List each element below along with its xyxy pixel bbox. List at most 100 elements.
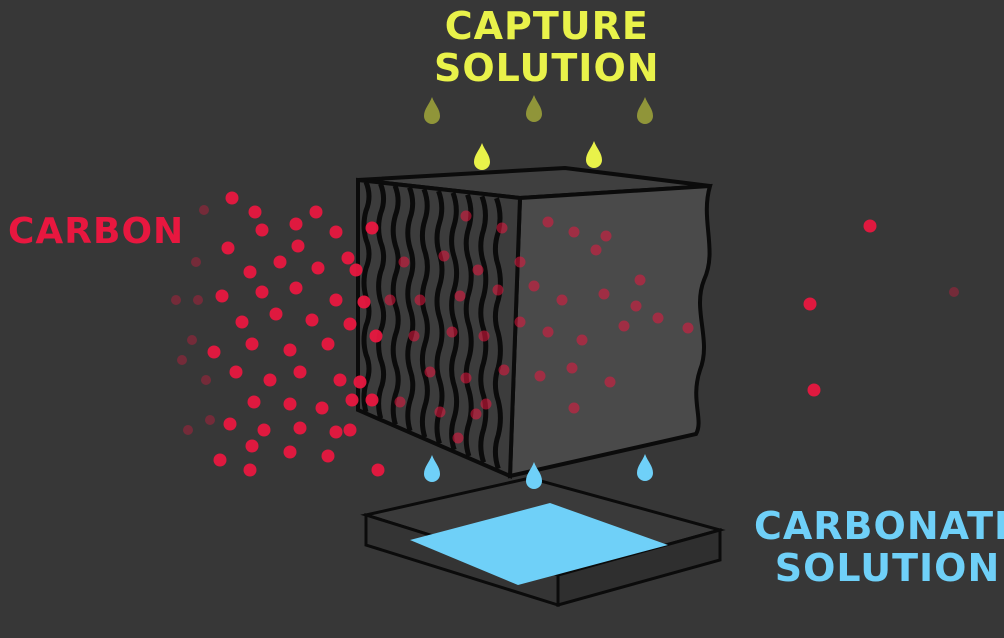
carbon-particle-icon — [568, 226, 580, 238]
cube-fin — [376, 182, 387, 419]
carbon-particle-icon — [604, 376, 616, 388]
carbon-particle-icon — [213, 453, 227, 467]
carbon-particle-icon — [600, 230, 612, 242]
carbon-particle-icon — [245, 439, 259, 453]
carbon-particle-icon — [556, 294, 568, 306]
carbon-particle-icon — [248, 205, 262, 219]
carbon-particle-icon — [949, 287, 959, 297]
carbon-particle-icon — [478, 330, 490, 342]
carbon-particle-icon — [273, 255, 287, 269]
carbon-particle-icon — [187, 335, 197, 345]
droplet-icon — [637, 454, 653, 481]
carbon-particle-icon — [289, 217, 303, 231]
carbon-label: CARBON — [8, 211, 185, 252]
carbon-particle-icon — [201, 375, 211, 385]
carbon-particle-icon — [807, 383, 821, 397]
carbon-particle-icon — [542, 326, 554, 338]
carbonate-label-line2: SOLUTION — [774, 545, 1001, 590]
droplet-icon — [424, 455, 440, 482]
carbon-particle-icon — [480, 398, 492, 410]
carbon-particle-icon — [369, 329, 383, 343]
carbon-particle-icon — [568, 402, 580, 414]
carbon-particle-icon — [424, 366, 436, 378]
carbon-particle-icon — [492, 284, 504, 296]
carbon-particle-icon — [223, 417, 237, 431]
cube-fin — [390, 184, 401, 426]
carbon-particle-icon — [472, 264, 484, 276]
carbon-particle-icon — [460, 372, 472, 384]
droplet-icon — [474, 143, 490, 170]
carbon-particle-icon — [630, 300, 642, 312]
carbon-particle-icon — [333, 373, 347, 387]
carbon-particle-icon — [305, 313, 319, 327]
carbon-particle-icon — [193, 295, 203, 305]
carbon-particle-icon — [438, 250, 450, 262]
cube-fin — [492, 197, 503, 470]
carbon-particle-icon — [384, 294, 396, 306]
carbon-particle-icon — [514, 316, 526, 328]
carbon-particle-icon — [353, 375, 367, 389]
carbon-particle-icon — [398, 256, 410, 268]
carbon-particle-icon — [263, 373, 277, 387]
carbonate-tray — [360, 476, 726, 608]
droplet-icon — [526, 95, 542, 122]
carbon-particle-icon — [257, 423, 271, 437]
carbon-particle-icon — [566, 362, 578, 374]
carbon-particle-icon — [215, 289, 229, 303]
carbon-particle-icon — [434, 406, 446, 418]
carbon-particle-icon — [245, 337, 259, 351]
carbon-particle-icon — [528, 280, 540, 292]
carbon-particle-icon — [247, 395, 261, 409]
carbon-particle-icon — [590, 244, 602, 256]
carbon-particle-icon — [309, 205, 323, 219]
carbon-particle-icon — [199, 205, 209, 215]
carbonate-liquid — [410, 503, 668, 585]
carbonate-label-line1: CARBONATE — [754, 504, 1004, 548]
carbon-particle-icon — [291, 239, 305, 253]
cube-fin — [419, 188, 430, 438]
droplet-icon — [526, 462, 542, 489]
carbon-particle-icon — [315, 401, 329, 415]
carbon-particle-icon — [598, 288, 610, 300]
droplet-icon — [586, 141, 602, 168]
carbon-particle-icon — [229, 365, 243, 379]
carbon-particle-icon — [452, 432, 464, 444]
cube-fin — [434, 190, 445, 445]
carbon-particle-icon — [225, 191, 239, 205]
carbon-particle-icon — [293, 421, 307, 435]
carbon-particle-icon — [618, 320, 630, 332]
carbon-particle-icon — [357, 295, 371, 309]
carbon-particle-icon — [329, 425, 343, 439]
carbon-particle-icon — [207, 345, 221, 359]
carbon-particle-icon — [293, 365, 307, 379]
carbon-particle-icon — [183, 425, 193, 435]
carbon-particle-icon — [243, 463, 257, 477]
carbon-particle-icon — [371, 463, 385, 477]
carbon-particle-icon — [863, 219, 877, 233]
carbon-particle-icon — [470, 408, 482, 420]
carbon-particle-icon — [255, 285, 269, 299]
carbon-particle-icon — [205, 415, 215, 425]
carbonate-solution-label: CARBONATE SOLUTION — [754, 504, 1004, 590]
capture-label-line2: SOLUTION — [434, 45, 660, 90]
carbon-particle-icon — [283, 445, 297, 459]
carbon-particle-icon — [343, 423, 357, 437]
carbon-particle-icon — [496, 222, 508, 234]
carbon-particle-icon — [408, 330, 420, 342]
capture-label-line1: CAPTURE — [444, 4, 649, 48]
carbon-particle-icon — [177, 355, 187, 365]
carbon-particle-icon — [283, 343, 297, 357]
carbon-particle-icon — [243, 265, 257, 279]
carbon-particle-icon — [394, 396, 406, 408]
carbon-particle-icon — [171, 295, 181, 305]
carbon-particle-icon — [311, 261, 325, 275]
carbon-particle-icon — [682, 322, 694, 334]
carbon-particle-icon — [345, 393, 359, 407]
carbon-particle-icon — [329, 293, 343, 307]
cube-fin — [449, 191, 460, 451]
carbon-particle-icon — [321, 337, 335, 351]
carbon-particle-icon — [803, 297, 817, 311]
carbon-particle-icon — [576, 334, 588, 346]
carbon-particle-icon — [534, 370, 546, 382]
carbon-particle-icon — [349, 263, 363, 277]
